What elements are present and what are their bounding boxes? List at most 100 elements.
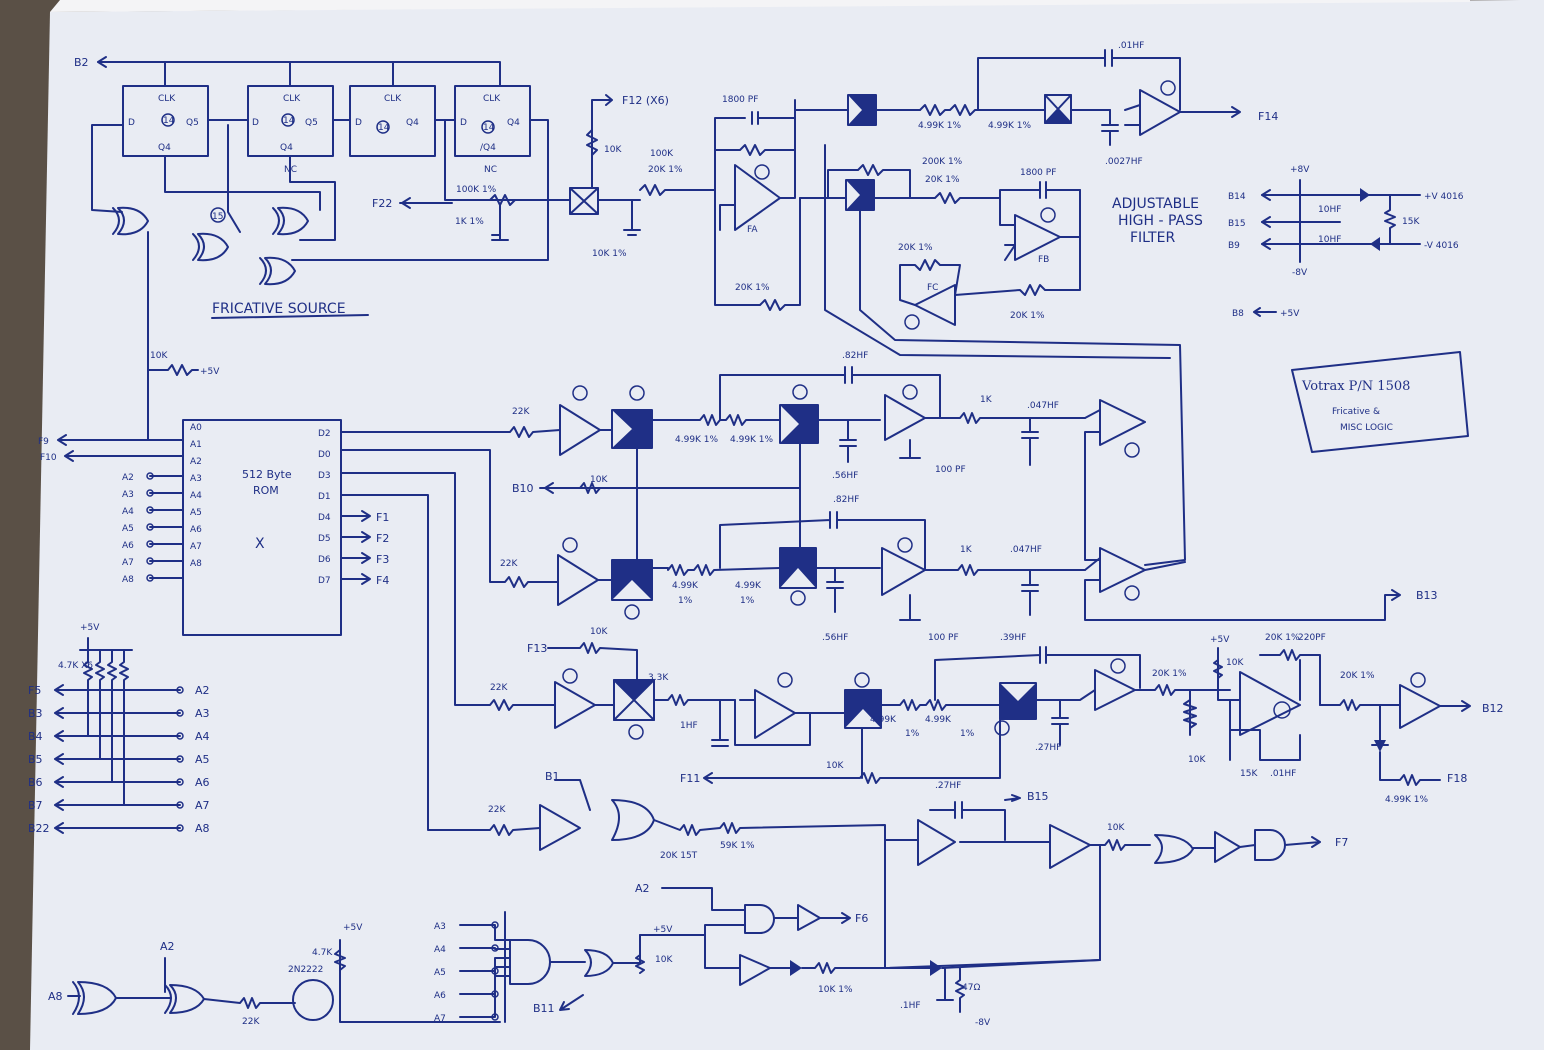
r10k-f11: 10K: [826, 761, 844, 771]
p8v-label: +8V: [1290, 165, 1310, 175]
xor-gate-1: [112, 206, 149, 236]
rom-pin-a8: A8: [190, 559, 202, 569]
f13-label: F13: [527, 642, 547, 655]
ff2-clk: CLK: [283, 94, 301, 104]
a2b-label: A2: [160, 940, 175, 953]
opamp-5a: [884, 394, 926, 441]
rom-ext-a6: A6: [122, 541, 134, 551]
rom-pin-a2: A2: [190, 457, 202, 467]
a8-label-b: A8: [48, 990, 63, 1003]
comparator-4a: [1099, 399, 1146, 446]
c082-a: .82HF: [842, 351, 868, 361]
middle-filter-block: 22K 4.99K 1% 4.99K 1% .56HF .82HF 1K .04…: [340, 351, 1504, 805]
ff4-d: D: [460, 118, 467, 128]
ff2-q4: Q4: [280, 143, 293, 153]
fricative-source-label: FRICATIVE SOURCE: [212, 301, 346, 317]
r10k-f13: 10K: [590, 627, 608, 637]
r20k5-hp: 20K 1%: [1010, 311, 1045, 321]
r20k-b: 20K 15T: [660, 851, 698, 861]
rom-ext-a5: A5: [122, 524, 134, 534]
c047-b: .047HF: [1010, 545, 1042, 555]
r20k-t: 20K 1%: [1265, 633, 1300, 643]
xor-gate-3: [272, 206, 309, 236]
r499-f18: 4.99K 1%: [1385, 795, 1429, 805]
r20k-f: 20K 1%: [1340, 671, 1375, 681]
r100k-hp: 100K: [650, 149, 674, 159]
r10k-b10: 10K: [590, 475, 608, 485]
rom-title-1: 512 Byte: [242, 468, 292, 481]
bottom-logic-block: 22K B1 20K 15T 59K 1% .27HF B15 10K F7 A…: [48, 494, 1348, 1028]
pullup-block: +5V 4.7K X6 F5B3B4B5B6B7B22A2A3A4A5A6A7A…: [28, 623, 210, 835]
b14-label: B14: [1228, 192, 1246, 202]
rom-ext-a3: A3: [122, 490, 134, 500]
p1-d: 1%: [960, 729, 975, 739]
c039: .39HF: [1000, 633, 1026, 643]
r33k: 3.3K: [648, 673, 669, 683]
pullup-left-f5: F5: [28, 684, 41, 697]
ff1-clk: CLK: [158, 94, 176, 104]
opamp-fb: [1014, 214, 1061, 261]
pullup-left-b3: B3: [28, 707, 43, 720]
opamp-fa: [734, 164, 781, 231]
fa-label: FA: [747, 225, 758, 235]
b8-label: B8: [1232, 309, 1244, 319]
r10k-b1: 10K: [1107, 823, 1125, 833]
pullup-res: 4.7K X6: [58, 661, 93, 671]
q-label: 2N2222: [288, 965, 323, 975]
cap-0027: .0027HF: [1105, 157, 1143, 167]
ff2-num-circle: [281, 113, 295, 127]
xor-id-circle: [210, 207, 226, 223]
f22-label: F22: [372, 197, 392, 210]
m8v-label: -8V: [1292, 268, 1308, 278]
rom-block: 512 Byte ROM X A0A1A2A3A4A5A6A7A8A2A3A4A…: [38, 419, 389, 636]
rom-pin-a5: A5: [190, 508, 202, 518]
pullup-right-a8: A8: [195, 822, 210, 835]
pull-5v: +5V: [200, 367, 220, 377]
pullup-left-b5: B5: [28, 753, 43, 766]
buffer-16b: [554, 681, 596, 729]
b2-label: B2: [74, 56, 89, 69]
pull-10k: 10K: [150, 351, 168, 361]
r22k-d: 22K: [488, 805, 506, 815]
rom-ext-a4: A4: [122, 507, 134, 517]
r15k-p: 15K: [1402, 217, 1420, 227]
r10k-d: 10K 1%: [818, 985, 853, 995]
p1-c: 1%: [905, 729, 920, 739]
paper-edge: [50, 0, 1470, 12]
part-note-box: Votrax P/N 1508 Fricative & MISC LOGIC: [1291, 351, 1469, 453]
f6-label: F6: [855, 912, 868, 925]
rom-out-f4: F4: [376, 574, 389, 587]
c100-b: 100 PF: [928, 633, 959, 643]
pullup-vcc: +5V: [80, 623, 100, 633]
c1hf: 1HF: [680, 721, 698, 731]
ff1-num-circle: [161, 113, 175, 127]
f12-label: F12 (X6): [622, 94, 669, 107]
b13-label: B13: [1416, 589, 1438, 602]
r59k-b: 59K 1%: [720, 841, 755, 851]
r10k-bb: 10K: [655, 955, 673, 965]
r20k2-hp: 20K 1%: [735, 283, 770, 293]
paper-sheet: [30, 0, 1544, 1050]
c1-b: .1HF: [900, 1001, 921, 1011]
ff3-q4: Q4: [406, 118, 419, 128]
rom-ext-a7: A7: [122, 558, 134, 568]
c100-a: 100 PF: [935, 465, 966, 475]
f9-label: F9: [38, 437, 49, 447]
c10b: 10HF: [1318, 235, 1341, 245]
c27-b: .27HF: [935, 781, 961, 791]
hpf-title-1: ADJUSTABLE: [1112, 196, 1199, 212]
buffer-b1: [539, 804, 581, 851]
c047-a: .047HF: [1027, 401, 1059, 411]
r499-1: 4.99K 1%: [675, 435, 719, 445]
pullup-left-b22: B22: [28, 822, 50, 835]
ff1-d: D: [128, 118, 135, 128]
opamp-3: [1139, 89, 1181, 136]
p5v-mid: +5V: [1210, 635, 1230, 645]
pullup-right-a5: A5: [195, 753, 210, 766]
r20k1-hp: 20K 1%: [648, 165, 683, 175]
m8v-b: -8V: [975, 1018, 991, 1028]
r22k-bb: 22K: [242, 1017, 260, 1027]
ff3-clk: CLK: [384, 94, 402, 104]
p5v-b: +5V: [653, 925, 673, 935]
